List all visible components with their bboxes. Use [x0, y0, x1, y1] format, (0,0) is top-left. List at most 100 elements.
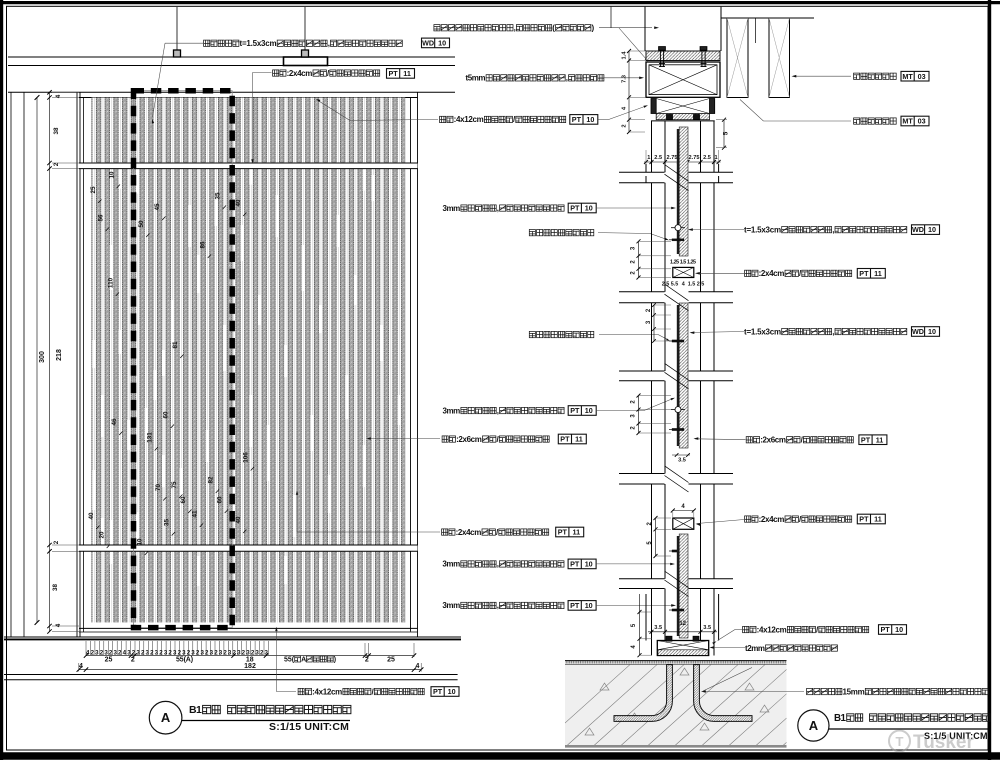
- svg-text:2.5 5.5: 2.5 5.5: [662, 282, 679, 288]
- svg-text:A: A: [809, 718, 819, 733]
- svg-text:Tusker: Tusker: [913, 732, 975, 753]
- svg-text:3mm: 3mm: [443, 406, 461, 415]
- svg-text:S:1/5 UNIT:CM: S:1/5 UNIT:CM: [924, 731, 988, 741]
- svg-text:3.5: 3.5: [678, 458, 686, 464]
- svg-text:18: 18: [246, 657, 254, 664]
- svg-text:A: A: [301, 657, 306, 664]
- svg-text:03: 03: [918, 117, 926, 126]
- svg-text:182: 182: [244, 663, 256, 670]
- svg-text:10: 10: [585, 406, 593, 415]
- svg-text:3: 3: [646, 320, 652, 324]
- svg-text:5: 5: [723, 131, 730, 135]
- svg-text:,: ,: [497, 406, 499, 415]
- svg-text:300: 300: [39, 351, 46, 363]
- svg-text:PT: PT: [572, 115, 582, 124]
- svg-text:t2mm: t2mm: [745, 644, 765, 653]
- svg-text:WD: WD: [422, 39, 434, 48]
- svg-text:PT: PT: [570, 560, 580, 569]
- svg-text:1.5 2.5: 1.5 2.5: [688, 282, 705, 288]
- svg-text:,: ,: [832, 327, 834, 336]
- svg-text:B1: B1: [189, 704, 202, 716]
- svg-text:35: 35: [215, 192, 222, 200]
- svg-text:PT: PT: [560, 435, 570, 444]
- svg-text:4: 4: [631, 645, 637, 649]
- svg-text:,: ,: [328, 39, 330, 48]
- svg-text:40: 40: [88, 512, 95, 520]
- svg-text:1: 1: [714, 155, 717, 161]
- svg-text:,: ,: [514, 24, 516, 33]
- svg-text:2: 2: [631, 260, 637, 264]
- svg-text:2: 2: [365, 657, 369, 664]
- svg-text:5: 5: [631, 623, 637, 627]
- svg-text:/: /: [801, 436, 804, 445]
- svg-text:3.5: 3.5: [654, 625, 662, 631]
- svg-text:T: T: [896, 734, 904, 749]
- svg-text:/: /: [496, 528, 499, 537]
- svg-text:t=1.5x3cm: t=1.5x3cm: [240, 39, 277, 48]
- svg-text:10: 10: [137, 538, 144, 546]
- svg-text:10: 10: [438, 39, 446, 48]
- svg-text:38: 38: [52, 584, 59, 592]
- svg-text:/: /: [372, 687, 375, 696]
- svg-text:t5mm: t5mm: [466, 74, 486, 83]
- svg-text:4: 4: [79, 663, 83, 670]
- svg-text:A: A: [161, 710, 171, 725]
- svg-text:82: 82: [208, 476, 215, 484]
- svg-text:2: 2: [622, 124, 628, 127]
- svg-text:2.75: 2.75: [689, 155, 700, 161]
- svg-text:7.3: 7.3: [622, 74, 628, 83]
- svg-text:70: 70: [155, 484, 162, 492]
- svg-text:t=1.5x3cm: t=1.5x3cm: [744, 225, 781, 234]
- svg-text:10: 10: [585, 560, 593, 569]
- svg-text:106: 106: [243, 452, 250, 463]
- svg-text:38: 38: [53, 127, 60, 135]
- svg-text:3: 3: [631, 414, 637, 418]
- svg-text:/: /: [513, 115, 516, 124]
- svg-text::2x6cm: :2x6cm: [760, 436, 786, 445]
- svg-text:MT: MT: [902, 72, 913, 81]
- svg-text:2.5: 2.5: [703, 155, 711, 161]
- svg-text:PT: PT: [433, 687, 443, 696]
- svg-text:11: 11: [572, 528, 580, 537]
- svg-text:): ): [334, 657, 336, 664]
- svg-text:10: 10: [585, 601, 593, 610]
- svg-text:2: 2: [647, 521, 653, 525]
- svg-text:3mm: 3mm: [442, 560, 460, 569]
- svg-text:25: 25: [90, 186, 97, 194]
- svg-text:4: 4: [622, 106, 628, 110]
- svg-text:11: 11: [403, 69, 411, 78]
- svg-text:11: 11: [874, 515, 882, 524]
- svg-text:,: ,: [497, 601, 499, 610]
- svg-text:11: 11: [575, 435, 583, 444]
- svg-text:11: 11: [874, 269, 882, 278]
- svg-text:1: 1: [647, 155, 650, 161]
- svg-text::4x12cm: :4x12cm: [757, 625, 787, 634]
- svg-text:,: ,: [566, 74, 568, 83]
- svg-text:60: 60: [180, 496, 187, 504]
- svg-text::2x4cm: :2x4cm: [759, 515, 785, 524]
- svg-text:t=1.5x3cm: t=1.5x3cm: [744, 327, 781, 336]
- svg-text:2: 2: [646, 308, 652, 312]
- svg-text:45: 45: [154, 203, 161, 211]
- svg-text:3mm: 3mm: [443, 204, 461, 213]
- svg-text:2: 2: [631, 400, 637, 404]
- svg-text:4: 4: [55, 623, 62, 627]
- svg-text:56: 56: [98, 214, 105, 222]
- svg-text:/: /: [799, 515, 802, 524]
- svg-text:4: 4: [55, 94, 62, 98]
- svg-text:PT: PT: [859, 515, 869, 524]
- svg-text:S:1/15 UNIT:CM: S:1/15 UNIT:CM: [269, 721, 349, 733]
- svg-text::2x4cm: :2x4cm: [759, 269, 785, 278]
- svg-text:/: /: [816, 625, 819, 634]
- svg-text:3: 3: [631, 246, 637, 250]
- svg-text:25: 25: [387, 657, 395, 664]
- svg-text:PT: PT: [861, 435, 871, 444]
- svg-text:12: 12: [679, 621, 686, 627]
- svg-text:B1: B1: [834, 713, 847, 724]
- svg-text:50: 50: [138, 220, 145, 228]
- svg-text:/: /: [327, 69, 330, 78]
- svg-text:110: 110: [108, 277, 115, 288]
- svg-text:75: 75: [171, 481, 178, 489]
- svg-text:): ): [592, 24, 595, 33]
- svg-text:10: 10: [448, 687, 456, 696]
